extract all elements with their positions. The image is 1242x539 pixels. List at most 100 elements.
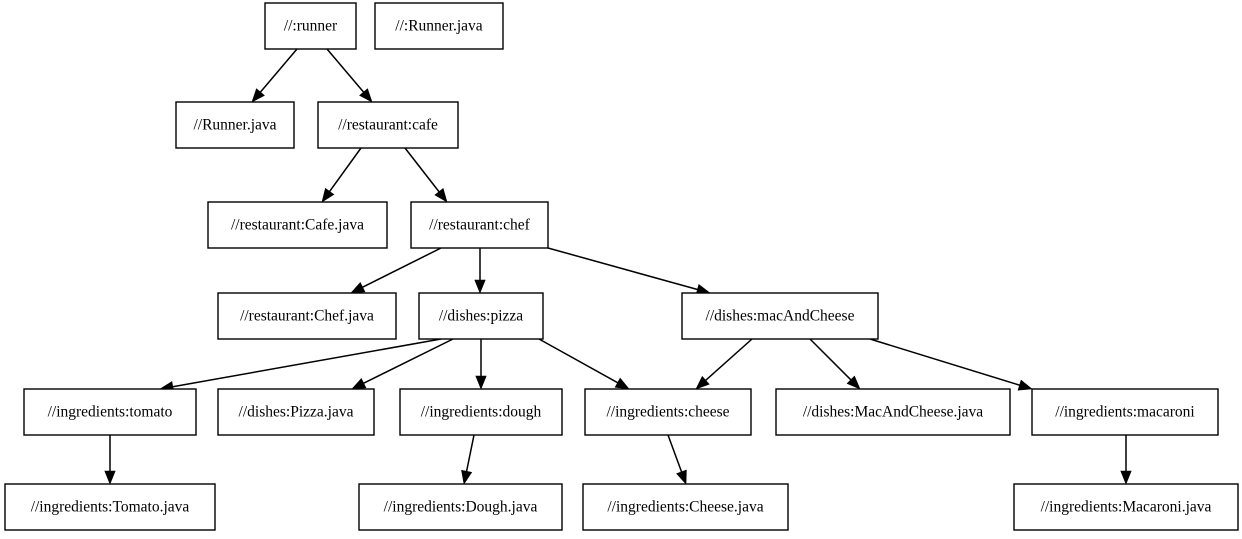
arrowhead-icon	[359, 88, 373, 103]
arrowhead-icon	[695, 375, 710, 390]
edge-line	[259, 48, 298, 93]
node-box[interactable]	[584, 388, 752, 436]
edge-line	[329, 147, 362, 192]
graph-node-runner_java_root[interactable]: //:Runner.java	[374, 2, 504, 50]
edge-chef-to-pizza	[474, 248, 486, 294]
node-label: //ingredients:Macaroni.java	[1041, 499, 1212, 516]
node-box[interactable]	[217, 388, 375, 436]
node-box[interactable]	[264, 2, 357, 50]
node-box[interactable]	[175, 101, 295, 149]
edge-line	[869, 338, 1020, 386]
node-label: //ingredients:dough	[421, 404, 542, 421]
arrowhead-icon	[104, 470, 116, 485]
graph-node-mac_cheese_java[interactable]: //dishes:MacAndCheese.java	[775, 388, 1011, 436]
edge-line	[667, 434, 683, 473]
node-box[interactable]	[217, 292, 397, 340]
edge-line	[538, 338, 619, 384]
graph-node-cafe[interactable]: //restaurant:cafe	[317, 101, 459, 149]
node-label: //dishes:macAndCheese	[706, 308, 855, 325]
graph-node-cafe_java[interactable]: //restaurant:Cafe.java	[207, 201, 388, 249]
node-box[interactable]	[399, 388, 563, 436]
arrowhead-icon	[351, 378, 367, 390]
edge-runner-to-cafe	[326, 48, 373, 103]
arrowhead-icon	[251, 88, 265, 103]
node-label: //restaurant:Chef.java	[240, 308, 374, 325]
arrowhead-icon	[676, 469, 687, 485]
arrowhead-icon	[1017, 379, 1033, 391]
graph-node-cheese[interactable]: //ingredients:cheese	[584, 388, 752, 436]
node-box[interactable]	[4, 483, 216, 531]
graph-node-cheese_java[interactable]: //ingredients:Cheese.java	[582, 483, 789, 531]
node-box[interactable]	[681, 292, 879, 340]
node-label: //Runner.java	[193, 117, 276, 134]
arrowhead-icon	[614, 377, 630, 390]
node-label: //:runner	[284, 18, 338, 35]
edge-line	[172, 338, 442, 388]
node-box[interactable]	[418, 292, 544, 340]
arrowhead-icon	[461, 469, 473, 485]
arrowhead-icon	[475, 375, 487, 390]
arrowhead-icon	[474, 279, 486, 294]
nodes-layer: //:runner //:Runner.java //Runner.java //re…	[4, 2, 1239, 531]
node-box[interactable]	[317, 101, 459, 149]
edge-line	[326, 48, 365, 93]
edge-mac_and_cheese-to-macaroni	[869, 338, 1033, 391]
edge-cheese-to-cheese_java	[667, 434, 687, 485]
edge-line	[705, 338, 753, 381]
graph-node-runner[interactable]: //:runner	[264, 2, 357, 50]
arrowhead-icon	[846, 375, 861, 390]
graph-node-chef_java[interactable]: //restaurant:Chef.java	[217, 292, 397, 340]
graph-node-macaroni_java[interactable]: //ingredients:Macaroni.java	[1013, 483, 1239, 531]
node-box[interactable]	[775, 388, 1011, 436]
edge-line	[362, 247, 442, 288]
node-label: //ingredients:macaroni	[1055, 404, 1195, 421]
node-box[interactable]	[23, 388, 197, 436]
edge-tomato-to-tomato_java	[104, 435, 116, 485]
node-label: //dishes:pizza	[439, 308, 523, 325]
edge-line	[363, 338, 454, 384]
arrowhead-icon	[350, 282, 366, 294]
node-box[interactable]	[1031, 388, 1219, 436]
edge-chef-to-chef_java	[350, 247, 442, 294]
edge-line	[809, 338, 852, 381]
node-label: //ingredients:Cheese.java	[607, 499, 763, 516]
node-label: //ingredients:Dough.java	[384, 499, 538, 516]
node-label: //restaurant:cafe	[338, 117, 438, 134]
node-label: //:Runner.java	[395, 18, 483, 35]
node-box[interactable]	[374, 2, 504, 50]
graph-node-chef[interactable]: //restaurant:chef	[410, 201, 549, 249]
edge-line	[547, 247, 698, 291]
node-label: //ingredients:tomato	[48, 404, 173, 421]
graph-node-runner_java[interactable]: //Runner.java	[175, 101, 295, 149]
graph-node-tomato[interactable]: //ingredients:tomato	[23, 388, 197, 436]
node-label: //restaurant:Cafe.java	[231, 217, 364, 234]
edge-pizza-to-dough	[475, 339, 487, 390]
graph-node-mac_and_cheese[interactable]: //dishes:macAndCheese	[681, 292, 879, 340]
edge-line	[404, 147, 440, 193]
node-box[interactable]	[207, 201, 388, 249]
edge-pizza-to-cheese	[538, 338, 630, 390]
edge-chef-to-mac_and_cheese	[547, 247, 711, 295]
graph-node-macaroni[interactable]: //ingredients:macaroni	[1031, 388, 1219, 436]
node-box[interactable]	[582, 483, 789, 531]
graph-node-dough[interactable]: //ingredients:dough	[399, 388, 563, 436]
graph-node-tomato_java[interactable]: //ingredients:Tomato.java	[4, 483, 216, 531]
graph-node-dough_java[interactable]: //ingredients:Dough.java	[358, 483, 563, 531]
node-label: //restaurant:chef	[429, 217, 531, 234]
edge-macaroni-to-macaroni_java	[1120, 435, 1132, 485]
edge-cafe-to-cafe_java	[321, 147, 362, 203]
arrowhead-icon	[434, 188, 448, 203]
edge-cafe-to-chef	[404, 147, 448, 203]
edge-runner-to-runner_java	[251, 48, 298, 103]
node-box[interactable]	[358, 483, 563, 531]
arrowhead-icon	[321, 187, 335, 203]
node-label: //ingredients:cheese	[606, 404, 729, 421]
graph-node-pizza[interactable]: //dishes:pizza	[418, 292, 544, 340]
node-label: //dishes:MacAndCheese.java	[803, 404, 983, 421]
edge-mac_and_cheese-to-cheese	[695, 338, 753, 390]
node-label: //ingredients:Tomato.java	[31, 499, 190, 516]
node-box[interactable]	[410, 201, 549, 249]
node-box[interactable]	[1013, 483, 1239, 531]
graph-node-pizza_java[interactable]: //dishes:Pizza.java	[217, 388, 375, 436]
